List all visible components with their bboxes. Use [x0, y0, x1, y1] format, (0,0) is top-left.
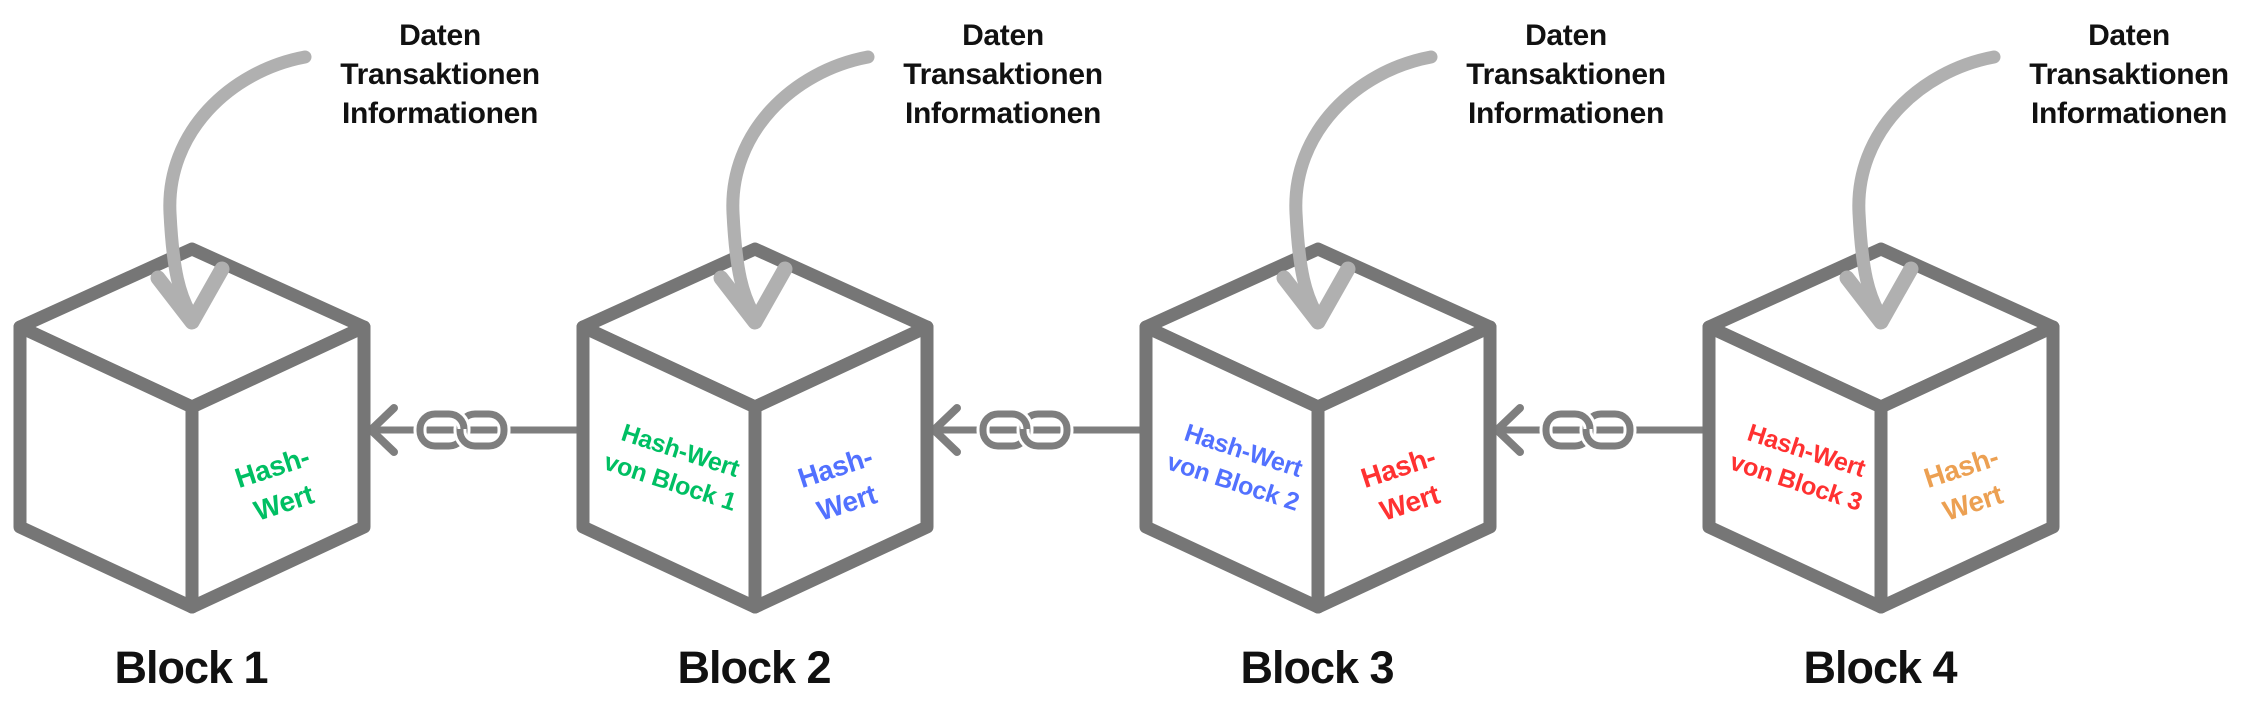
cube-right-face: [748, 320, 934, 614]
cube-right-face: [1311, 320, 1497, 614]
caption-line-2: Transaktionen: [340, 58, 540, 91]
cube-right-face: [185, 320, 371, 614]
arrow-left-icon: [367, 404, 398, 456]
caption-line-3: Informationen: [341, 97, 539, 130]
data-input-caption: Daten Transaktionen Informationen: [1416, 16, 1716, 133]
connector-3: [1493, 404, 1712, 456]
chain-link-icon: [976, 407, 1074, 453]
block-1: Daten Transaktionen Informationen Hash- …: [0, 0, 600, 714]
caption-line-3: Informationen: [904, 97, 1102, 130]
data-input-caption: Daten Transaktionen Informationen: [1979, 16, 2255, 133]
curved-arrow-down-icon: [150, 50, 312, 330]
curved-arrow-down-icon: [1839, 50, 2001, 330]
caption-line-1: Daten: [2088, 19, 2170, 52]
data-input-caption: Daten Transaktionen Informationen: [853, 16, 1153, 133]
data-input-caption: Daten Transaktionen Informationen: [290, 16, 590, 133]
block-title: Block 1: [114, 642, 268, 693]
caption-line-2: Transaktionen: [2029, 58, 2229, 91]
caption-line-2: Transaktionen: [903, 58, 1103, 91]
cube-right-face: [1874, 320, 2060, 614]
block-3: Daten Transaktionen Informationen Hash-W…: [1126, 0, 1726, 714]
caption-line-1: Daten: [1525, 19, 1607, 52]
block-4: Daten Transaktionen Informationen Hash-W…: [1689, 0, 2255, 714]
caption-line-2: Transaktionen: [1466, 58, 1666, 91]
connector-1: [367, 404, 586, 456]
block-2: Daten Transaktionen Informationen Hash-W…: [563, 0, 1163, 714]
chain-link-icon: [413, 407, 511, 453]
arrow-left-icon: [930, 404, 961, 456]
arrow-left-icon: [1493, 404, 1524, 456]
connector-2: [930, 404, 1149, 456]
curved-arrow-down-icon: [713, 50, 875, 330]
block-title: Block 2: [677, 642, 831, 693]
curved-arrow-down-icon: [1276, 50, 1438, 330]
caption-line-3: Informationen: [1467, 97, 1665, 130]
chain-link-icon: [1539, 407, 1637, 453]
block-title: Block 3: [1240, 642, 1394, 693]
caption-line-1: Daten: [962, 19, 1044, 52]
caption-line-3: Informationen: [2030, 97, 2228, 130]
caption-line-1: Daten: [399, 19, 481, 52]
block-title: Block 4: [1803, 642, 1957, 693]
